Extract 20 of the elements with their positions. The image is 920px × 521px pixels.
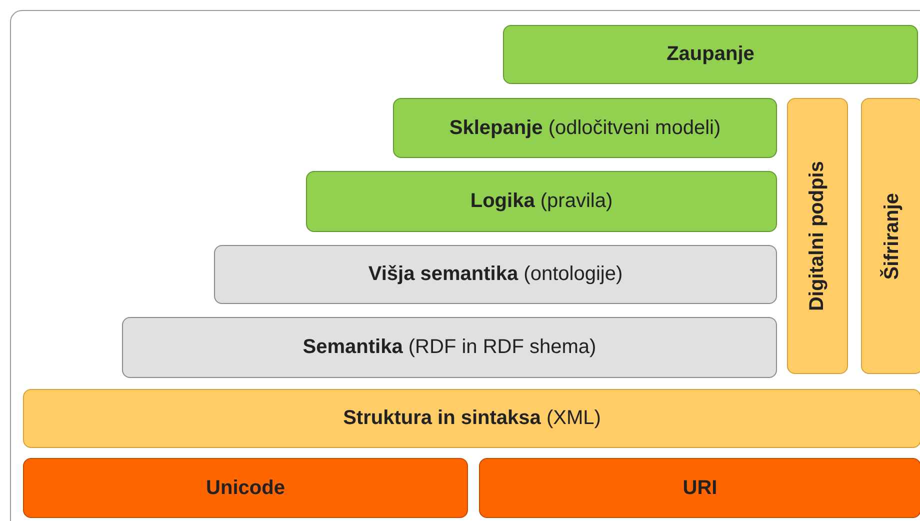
layer-box [122, 317, 777, 378]
layer-box [393, 98, 777, 158]
vertical-layer-box [787, 98, 848, 374]
layer-box [306, 171, 777, 232]
layer-box [23, 458, 468, 518]
layer-box [23, 389, 920, 448]
layer-box [479, 458, 920, 518]
vertical-layer-box [861, 98, 920, 374]
layer-label: Šifriranje [880, 192, 904, 280]
layer-label: Višja semantika (ontologije) [368, 263, 623, 286]
layer-label: URI [682, 476, 718, 500]
layer-label: Struktura in sintaksa (XML) [343, 407, 601, 430]
layer-box [503, 25, 918, 84]
layer-label: Unicode [206, 476, 285, 500]
layer-label: Sklepanje (odločitveni modeli) [449, 116, 721, 140]
layer-label: Logika (pravila) [470, 190, 613, 213]
layer-label: Semantika (RDF in RDF shema) [302, 336, 596, 359]
layer-box [214, 245, 777, 304]
layer-label: Digitalni podpis [806, 161, 829, 311]
layer-label: Zaupanje [666, 43, 754, 66]
